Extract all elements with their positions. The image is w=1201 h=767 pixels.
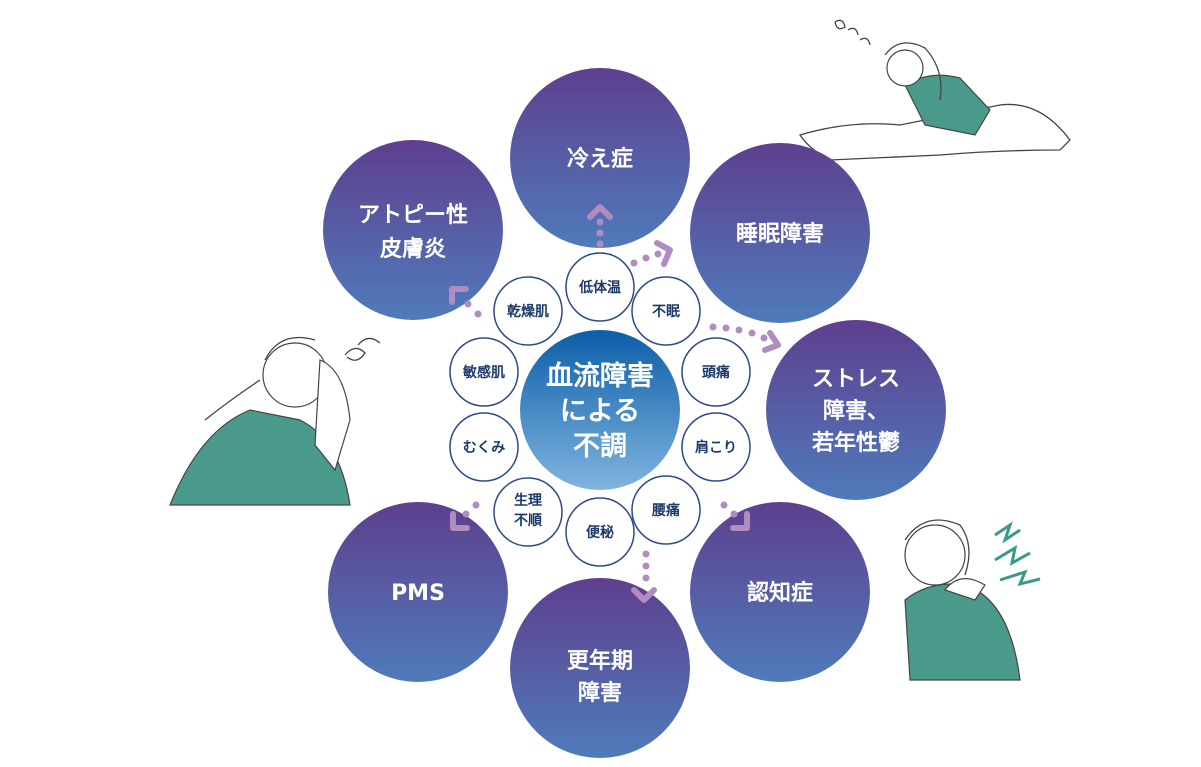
svg-text:皮膚炎: 皮膚炎 xyxy=(380,236,446,262)
condition-stress-depression: ストレス 障害、 若年性鬱 xyxy=(766,320,946,500)
symptom-headache: 頭痛 xyxy=(681,337,751,407)
symptom-constipation: 便秘 xyxy=(565,497,635,567)
svg-text:腰痛: 腰痛 xyxy=(651,502,680,519)
symptom-insomnia: 不眠 xyxy=(631,276,701,346)
symptom-dry-skin: 乾燥肌 xyxy=(493,276,563,346)
sleeping-woman-illustration xyxy=(798,19,1071,161)
symptom-low-body-temp: 低体温 xyxy=(565,252,635,322)
headache-woman-illustration xyxy=(169,336,381,506)
svg-text:敏感肌: 敏感肌 xyxy=(462,364,505,381)
condition-atopic-dermatitis: アトピー性 皮膚炎 xyxy=(323,140,503,320)
condition-pms: PMS xyxy=(328,502,508,682)
arrow-to-cold xyxy=(587,204,613,248)
arrow-to-dementia xyxy=(720,501,750,531)
svg-text:睡眠障害: 睡眠障害 xyxy=(736,221,824,247)
symptom-sensitive-skin: 敏感肌 xyxy=(449,337,519,407)
svg-text:不眠: 不眠 xyxy=(652,304,680,320)
arrow-to-sleep xyxy=(630,240,673,267)
symptom-swelling: むくみ xyxy=(449,412,519,482)
arrows xyxy=(449,204,781,603)
svg-text:ストレス: ストレス xyxy=(812,367,900,392)
condition-sleep-disorder: 睡眠障害 xyxy=(690,143,870,323)
arrow-to-atopic xyxy=(449,286,482,318)
condition-circles: 冷え症 睡眠障害 ストレス 障害、 若年性鬱 認知症 更年期 障害 PMS アト… xyxy=(323,68,946,758)
symptom-stiff-shoulders: 肩こり xyxy=(681,412,751,482)
svg-text:生理: 生理 xyxy=(514,492,542,509)
svg-text:肩こり: 肩こり xyxy=(695,439,737,456)
svg-text:障害、: 障害、 xyxy=(823,398,889,424)
arrow-to-menopause xyxy=(631,550,657,603)
svg-text:PMS: PMS xyxy=(391,581,445,606)
svg-text:不順: 不順 xyxy=(514,513,543,529)
svg-text:むくみ: むくみ xyxy=(463,440,506,456)
svg-text:低体温: 低体温 xyxy=(578,279,621,296)
condition-menopause: 更年期 障害 xyxy=(510,578,690,758)
svg-text:認知症: 認知症 xyxy=(747,580,813,606)
svg-text:障害: 障害 xyxy=(578,680,622,706)
svg-text:若年性鬱: 若年性鬱 xyxy=(812,430,900,456)
center-circle: 血流障害 による 不調 xyxy=(520,330,680,490)
svg-text:血流障害: 血流障害 xyxy=(546,360,654,392)
condition-dementia: 認知症 xyxy=(690,502,870,682)
svg-text:乾燥肌: 乾燥肌 xyxy=(507,303,549,320)
arrow-to-stress xyxy=(709,323,781,353)
svg-text:更年期: 更年期 xyxy=(567,648,633,674)
arrow-to-pms xyxy=(450,501,480,531)
shoulder-pain-woman-illustration xyxy=(904,519,1041,681)
symptom-back-pain: 腰痛 xyxy=(631,475,701,545)
svg-text:冷え症: 冷え症 xyxy=(567,146,633,172)
svg-text:不調: 不調 xyxy=(573,430,627,462)
svg-text:便秘: 便秘 xyxy=(586,524,614,541)
svg-text:による: による xyxy=(560,396,640,427)
condition-cold-sensitivity: 冷え症 xyxy=(510,68,690,248)
svg-text:アトピー性: アトピー性 xyxy=(358,203,468,228)
svg-text:頭痛: 頭痛 xyxy=(702,364,730,381)
